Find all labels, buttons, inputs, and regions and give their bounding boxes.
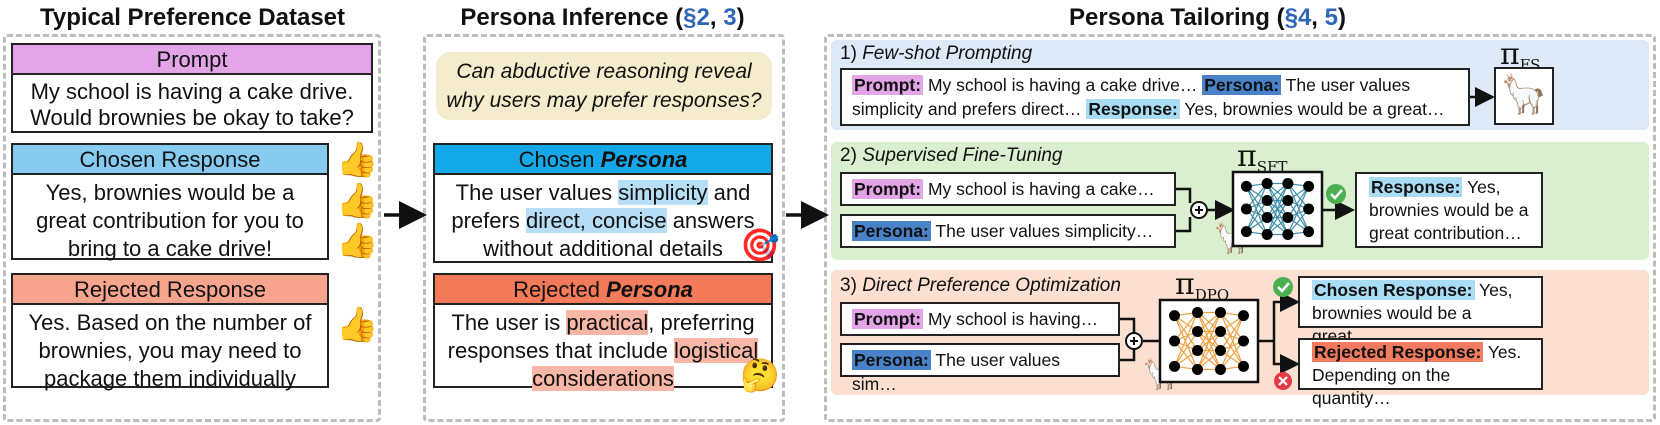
dpo-prompt-box: Prompt: My school is having… [840, 302, 1120, 336]
network-node [1303, 226, 1315, 238]
thumbs-up-icon: 👍 [336, 306, 379, 344]
dpo-title: 3) Direct Preference Optimization [840, 275, 1121, 296]
network-node [1192, 307, 1203, 318]
dpo-merge-lines [1120, 317, 1160, 362]
network-node [1215, 364, 1226, 375]
network-node [1240, 203, 1252, 215]
prompt-text-box: My school is having a cake drive. Would … [11, 73, 373, 133]
inference-column-title: Persona Inference (§2, 3) [460, 4, 745, 31]
chosen-persona-header: Chosen Persona [433, 143, 773, 175]
network-node [1282, 195, 1294, 206]
thumbs-up-icon: 👍 [336, 182, 379, 220]
dpo-chosen-box: Chosen Response: Yes, brownies would be … [1298, 276, 1543, 346]
tailoring-column-title: Persona Tailoring (§4, 5) [1069, 4, 1346, 31]
network-node [1192, 345, 1203, 356]
few-shot-title: 1) Few-shot Prompting [840, 43, 1033, 64]
rejected-persona-box: The user is practical, preferring respon… [433, 303, 773, 391]
network-node [1169, 310, 1180, 322]
llama-icon: 🦙 [1500, 74, 1548, 116]
network-node [1215, 345, 1226, 356]
network-node [1215, 307, 1226, 318]
highlight-practical: practical [566, 310, 649, 335]
network-node [1240, 226, 1252, 238]
network-node [1169, 360, 1180, 372]
dpo-split-lines [1258, 300, 1292, 366]
chosen-persona-box: The user values simplicity and prefers d… [433, 173, 773, 263]
dpo-rejected-box: Rejected Response: Yes. Depending on the… [1298, 338, 1543, 408]
network-node [1192, 364, 1203, 375]
network-node [1215, 326, 1226, 337]
network-node [1238, 310, 1249, 322]
llama-box: 🦙 [1494, 67, 1554, 125]
rejected-response-header: Rejected Response [11, 273, 329, 305]
network-node [1261, 178, 1273, 189]
dataset-frame [3, 34, 381, 422]
sft-title: 2) Supervised Fine-Tuning [840, 145, 1063, 166]
prompt-header: Prompt [11, 43, 373, 75]
sft-prompt-box: Prompt: My school is having a cake… [840, 172, 1176, 206]
network-node [1169, 335, 1180, 347]
highlight-direct-concise: direct, concise [525, 208, 667, 233]
thumbs-up-icon: 👍 [336, 222, 379, 260]
network-node [1282, 178, 1294, 189]
network-node [1238, 335, 1249, 347]
sft-response-box: Response: Yes, brownies would be a great… [1355, 172, 1543, 248]
few-shot-input-box: Prompt: My school is having a cake drive… [840, 68, 1470, 126]
abductive-question-bubble: Can abductive reasoning reveal why users… [436, 52, 772, 120]
network-node [1240, 180, 1252, 192]
sft-persona-box: Persona: The user values simplicity… [840, 214, 1176, 248]
chosen-response-box: Yes, brownies would be a great contribut… [11, 173, 329, 261]
highlight-simplicity: simplicity [618, 180, 708, 205]
thumbs-up-icon: 👍 [336, 141, 379, 179]
network-node [1261, 195, 1273, 206]
target-icon: 🎯 [740, 227, 780, 263]
check-icon [1273, 277, 1293, 297]
dpo-persona-box: Persona: The user values sim… [840, 343, 1120, 394]
thinking-face-icon: 🤔 [740, 357, 780, 393]
network-node [1261, 229, 1273, 240]
rejected-response-box: Yes. Based on the number of brownies, yo… [11, 303, 329, 391]
network-node [1261, 212, 1273, 223]
check-icon [1326, 184, 1346, 204]
network-node [1282, 229, 1294, 240]
network-node [1238, 360, 1249, 372]
dataset-column-title: Typical Preference Dataset [39, 4, 346, 31]
network-node [1192, 326, 1203, 337]
network-node [1282, 212, 1294, 223]
network-node [1303, 180, 1315, 192]
network-node [1303, 203, 1315, 215]
